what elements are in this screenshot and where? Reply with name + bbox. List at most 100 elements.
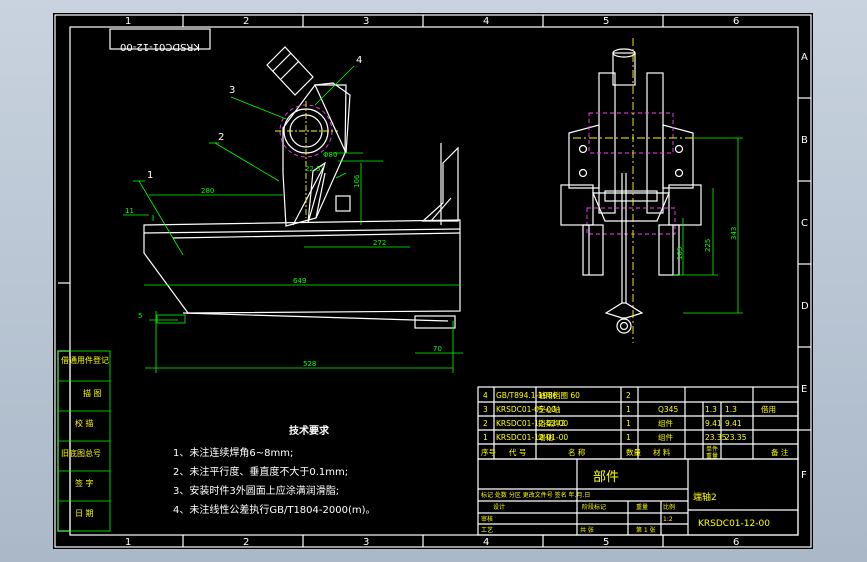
dim-649: 649 <box>293 277 306 285</box>
drawing-code-box: KRSDC01-12-00 <box>109 28 211 52</box>
svg-text:6: 6 <box>733 537 739 548</box>
tech-line-1: 1、未注连续焊角6~8mm; <box>173 446 293 459</box>
svg-text:4: 4 <box>483 16 489 27</box>
part-row-4-no: 4 <box>483 391 488 400</box>
inner-frame <box>69 26 799 536</box>
header-weight: 重量 <box>706 452 718 460</box>
svg-text:1: 1 <box>125 16 131 27</box>
svg-text:2: 2 <box>483 419 488 428</box>
part-row-4-qty: 2 <box>626 391 631 400</box>
header-material: 材 料 <box>653 447 671 457</box>
tb-process: 工艺 <box>481 526 493 534</box>
title-block: 部件 端轴2 KRSDC01-12-00 标记 处数 分区 更改文件号 签名 年… <box>477 458 799 536</box>
dim-225: 225 <box>704 239 712 252</box>
part-row-4-name: 轴用挡圈 60 <box>538 390 580 400</box>
base-beam <box>143 219 461 314</box>
svg-text:F: F <box>801 470 807 481</box>
tb-stage-label: 阶段标记 <box>582 503 606 511</box>
tb-design-label: 设计 <box>493 503 505 511</box>
dim-angle: 22.5° <box>305 165 324 173</box>
svg-text:1: 1 <box>483 433 488 442</box>
callout-1: 1 <box>147 170 153 181</box>
parts-list: 4 GB/T894.1-1986 轴用挡圈 60 2 3 KRSDC01-05-… <box>477 386 799 460</box>
dim-phi80: Φ80 <box>323 151 337 159</box>
part-row-4-code: GB/T894.1-1986 <box>496 391 558 400</box>
callout-3: 3 <box>229 85 235 96</box>
svg-text:5: 5 <box>603 16 609 27</box>
dim-272: 272 <box>373 239 386 247</box>
svg-text:A: A <box>801 52 808 63</box>
tb-review: 审核 <box>481 515 493 523</box>
tb-drawing-number: KRSDC01-12-00 <box>698 519 770 529</box>
zone-labels-bottom: 1 2 3 4 5 6 <box>125 537 739 548</box>
svg-text:9.41: 9.41 <box>705 419 722 428</box>
dim-280: 280 <box>201 187 214 195</box>
svg-text:借用: 借用 <box>761 404 776 414</box>
dim-528: 528 <box>303 360 316 368</box>
margin-label-0: 借通用件登记 <box>61 355 109 365</box>
svg-text:1: 1 <box>626 419 631 428</box>
header-seq: 序号 <box>481 447 496 457</box>
header-note: 备 注 <box>771 447 789 457</box>
svg-text:3: 3 <box>483 405 488 414</box>
tech-line-3: 3、安装时件3外圆面上应涂满润滑脂; <box>173 484 339 497</box>
svg-text:1.3: 1.3 <box>725 405 737 414</box>
outer-border <box>54 14 812 548</box>
tech-title: 技术要求 <box>289 424 330 437</box>
svg-text:1.3: 1.3 <box>705 405 717 414</box>
side-view: 343 225 105 <box>560 38 743 343</box>
callout-2: 2 <box>218 132 224 143</box>
dim-11: 11 <box>125 207 134 215</box>
callout-4: 4 <box>356 55 362 66</box>
svg-text:C: C <box>801 218 808 229</box>
tb-rev-row: 标记 处数 分区 更改文件号 签名 年.月.日 <box>481 491 590 499</box>
svg-text:4: 4 <box>483 537 489 548</box>
svg-text:挡架焊2: 挡架焊2 <box>538 418 565 428</box>
tb-sheet-no: 第 1 张 <box>636 526 656 534</box>
svg-text:6: 6 <box>733 16 739 27</box>
header-qty: 数量 <box>626 447 641 457</box>
top-bolt <box>266 46 314 96</box>
svg-text:E: E <box>801 384 807 395</box>
drawing-canvas: 1 2 3 4 5 6 1 2 3 4 5 6 A B C D E F 借通用件… <box>54 14 812 548</box>
zone-ticks <box>182 15 811 547</box>
tb-sheets: 共 张 <box>580 526 594 534</box>
svg-text:2: 2 <box>243 537 249 548</box>
svg-text:组件: 组件 <box>658 432 673 442</box>
technical-requirements: 技术要求 1、未注连续焊角6~8mm; 2、未注平行度、垂直度不大于0.1mm;… <box>173 424 376 516</box>
svg-text:3: 3 <box>363 537 369 548</box>
tech-line-2: 2、未注平行度、垂直度不大于0.1mm; <box>173 465 348 478</box>
drawing-sheet: 1 2 3 4 5 6 1 2 3 4 5 6 A B C D E F 借通用件… <box>53 13 813 549</box>
svg-text:KRSDC01-12-02-00: KRSDC01-12-02-00 <box>496 419 568 428</box>
dim-70: 70 <box>433 345 442 353</box>
dim-5: 5 <box>138 312 142 320</box>
margin-label-1: 描 图 <box>83 388 102 398</box>
tb-name: 端轴2 <box>693 491 717 503</box>
tech-line-4: 4、未注线性公差执行GB/T1804-2000(m)。 <box>173 503 376 516</box>
svg-text:KRSDC01-12-00: KRSDC01-12-00 <box>120 41 200 52</box>
tb-weight-label: 重量 <box>636 503 648 511</box>
svg-text:3: 3 <box>363 16 369 27</box>
svg-text:1: 1 <box>626 433 631 442</box>
header-name: 名 称 <box>568 447 586 457</box>
svg-text:KRSDC01-12-01-00: KRSDC01-12-01-00 <box>496 433 568 442</box>
left-margin-table: 借通用件登记 描 图 校 描 旧底图总号 签 字 日 期 <box>57 282 111 532</box>
front-view: 1 2 3 4 280 11 272 649 5 528 70 106 <box>123 46 463 373</box>
svg-text:KRSDC01-05-00: KRSDC01-05-00 <box>496 405 556 414</box>
zone-labels-top: 1 2 3 4 5 6 <box>125 16 739 27</box>
dim-343: 343 <box>730 227 738 240</box>
svg-text:5: 5 <box>603 537 609 548</box>
svg-text:B: B <box>801 135 808 146</box>
header-unit: 单件 <box>706 445 718 453</box>
svg-text:Q345: Q345 <box>658 405 678 414</box>
svg-text:空心轴: 空心轴 <box>538 404 561 414</box>
dim-105: 105 <box>676 247 684 260</box>
svg-text:23.35: 23.35 <box>725 433 747 442</box>
tb-scale-label: 比例 <box>663 503 675 511</box>
side-bolt <box>612 52 636 86</box>
header-code: 代 号 <box>509 447 526 457</box>
svg-text:2: 2 <box>243 16 249 27</box>
svg-text:端轴: 端轴 <box>538 432 553 442</box>
zone-labels-right: A B C D E F <box>801 52 809 481</box>
